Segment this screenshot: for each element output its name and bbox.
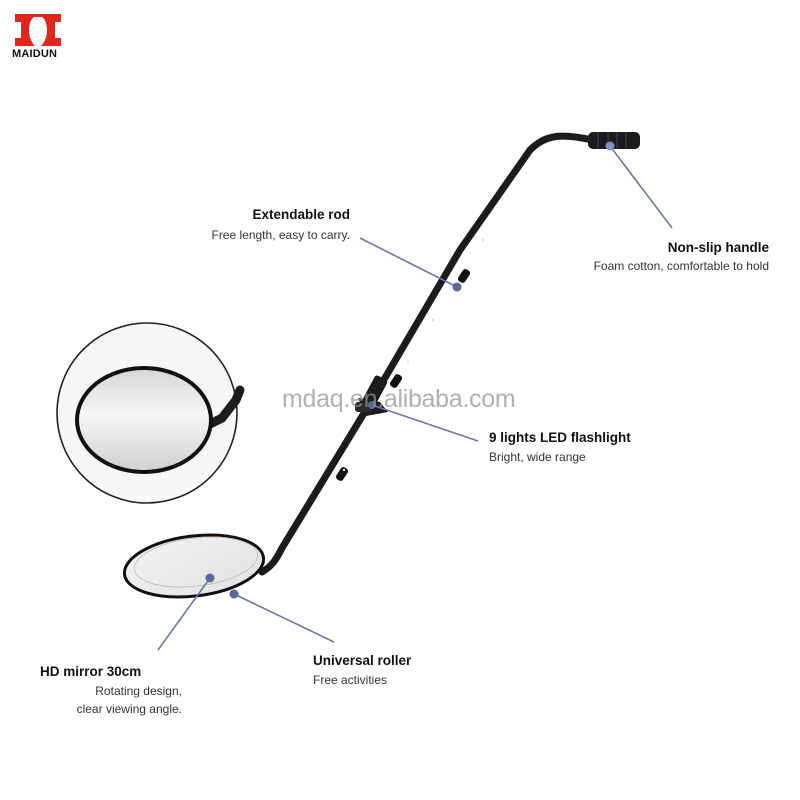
mirror-detail-inset: [56, 322, 245, 504]
feature-title: HD mirror 30cm: [40, 664, 142, 679]
feature-led-flashlight: 9 lights LED flashlight Bright, wide ran…: [489, 430, 631, 466]
feature-description: Free length, easy to carry.: [211, 228, 350, 242]
leader-lines: [157, 145, 673, 651]
feature-non-slip-handle: Non-slip handle Foam cotton, comfortable…: [560, 240, 769, 275]
brand-logo: MAIDUN: [12, 14, 64, 64]
brand-name: MAIDUN: [12, 48, 58, 60]
hd-mirror: [122, 533, 266, 599]
feature-description-line: Rotating design,: [95, 684, 182, 698]
feature-extendable-rod: Extendable rod Free length, easy to carr…: [196, 207, 350, 244]
maidun-logo-icon: [15, 14, 61, 46]
non-slip-handle: [588, 132, 640, 149]
feature-description: Foam cotton, comfortable to hold: [593, 259, 769, 273]
feature-title: Extendable rod: [252, 207, 350, 222]
leader-dots: [205, 141, 615, 599]
extendable-rod: [258, 132, 596, 576]
feature-title: Non-slip handle: [667, 240, 769, 255]
watermark: mdaq.en.alibaba.com: [282, 385, 516, 413]
feature-description: Bright, wide range: [489, 450, 586, 464]
feature-universal-roller: Universal roller Free activities: [313, 653, 411, 689]
feature-description: Free activities: [313, 673, 388, 687]
feature-description: Rotating design, clear viewing angle.: [40, 682, 182, 718]
feature-title: Universal roller: [313, 653, 412, 668]
feature-description-line: clear viewing angle.: [76, 702, 182, 716]
feature-title: 9 lights LED flashlight: [489, 430, 631, 445]
feature-hd-mirror: HD mirror 30cm Rotating design, clear vi…: [40, 664, 182, 718]
